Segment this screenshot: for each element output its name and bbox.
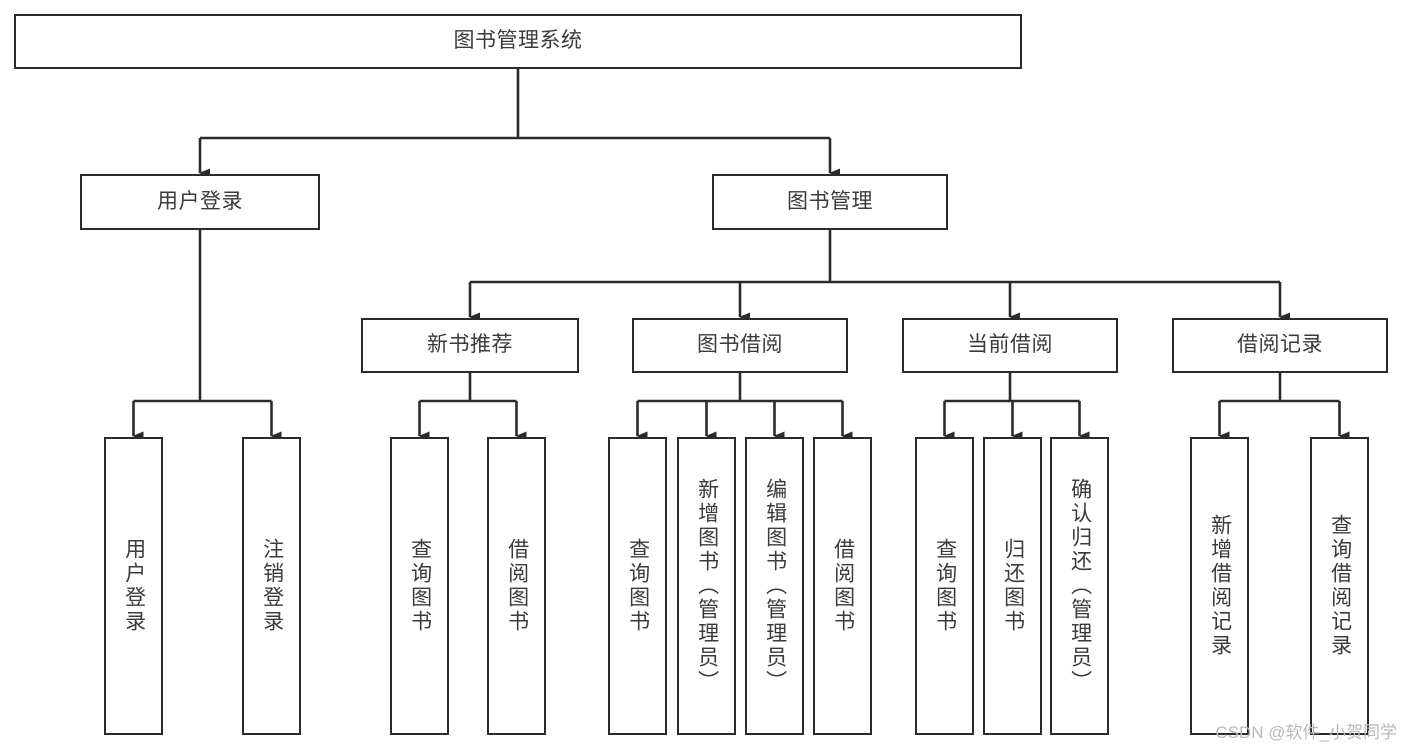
node-leaf-user-login[interactable]: 用户登录 xyxy=(104,437,163,735)
node-leaf-add-record[interactable]: 新增借阅记录 xyxy=(1190,437,1249,735)
node-label: 查询借阅记录 xyxy=(1328,514,1352,658)
node-label: 用户登录 xyxy=(157,189,243,213)
node-label: 查询图书 xyxy=(933,538,957,634)
node-leaf-query-book-borrow[interactable]: 查询图书 xyxy=(608,437,667,735)
node-label: 当前借阅 xyxy=(967,333,1053,357)
node-leaf-query-book-cur[interactable]: 查询图书 xyxy=(915,437,974,735)
watermark-label: CSDN @软件_小贺同学 xyxy=(1215,723,1397,742)
node-label: 查询图书 xyxy=(408,538,432,634)
node-book-borrow[interactable]: 图书借阅 xyxy=(632,318,848,373)
node-label: 注销登录 xyxy=(260,538,284,634)
node-current-borrow[interactable]: 当前借阅 xyxy=(902,318,1118,373)
node-leaf-borrow-book-rec[interactable]: 借阅图书 xyxy=(487,437,546,735)
node-label: 图书管理 xyxy=(787,189,873,213)
node-leaf-edit-book[interactable]: 编辑图书（管理员） xyxy=(745,437,804,735)
node-label: 用户登录 xyxy=(122,538,146,634)
node-label: 编辑图书（管理员） xyxy=(763,478,787,694)
node-label: 新书推荐 xyxy=(427,333,513,357)
node-book-manage[interactable]: 图书管理 xyxy=(712,174,948,230)
node-leaf-query-record[interactable]: 查询借阅记录 xyxy=(1310,437,1369,735)
node-label: 借阅图书 xyxy=(505,538,529,634)
node-label: 图书管理系统 xyxy=(453,29,583,53)
node-label: 图书借阅 xyxy=(697,333,783,357)
node-label: 归还图书 xyxy=(1001,538,1025,634)
node-leaf-add-book[interactable]: 新增图书（管理员） xyxy=(677,437,736,735)
node-leaf-return-book[interactable]: 归还图书 xyxy=(983,437,1042,735)
node-label: 新增图书（管理员） xyxy=(695,478,719,694)
node-label: 借阅记录 xyxy=(1237,333,1323,357)
node-new-book-rec[interactable]: 新书推荐 xyxy=(361,318,579,373)
node-label: 查询图书 xyxy=(626,538,650,634)
node-label: 借阅图书 xyxy=(831,538,855,634)
node-label: 新增借阅记录 xyxy=(1208,514,1232,658)
node-root[interactable]: 图书管理系统 xyxy=(14,14,1022,69)
node-label: 确认归还（管理员） xyxy=(1068,478,1092,694)
node-leaf-borrow-book[interactable]: 借阅图书 xyxy=(813,437,872,735)
node-leaf-confirm-return[interactable]: 确认归还（管理员） xyxy=(1050,437,1109,735)
node-leaf-query-book-rec[interactable]: 查询图书 xyxy=(390,437,449,735)
node-borrow-record[interactable]: 借阅记录 xyxy=(1172,318,1388,373)
node-user-login[interactable]: 用户登录 xyxy=(80,174,320,230)
node-leaf-user-logout[interactable]: 注销登录 xyxy=(242,437,301,735)
